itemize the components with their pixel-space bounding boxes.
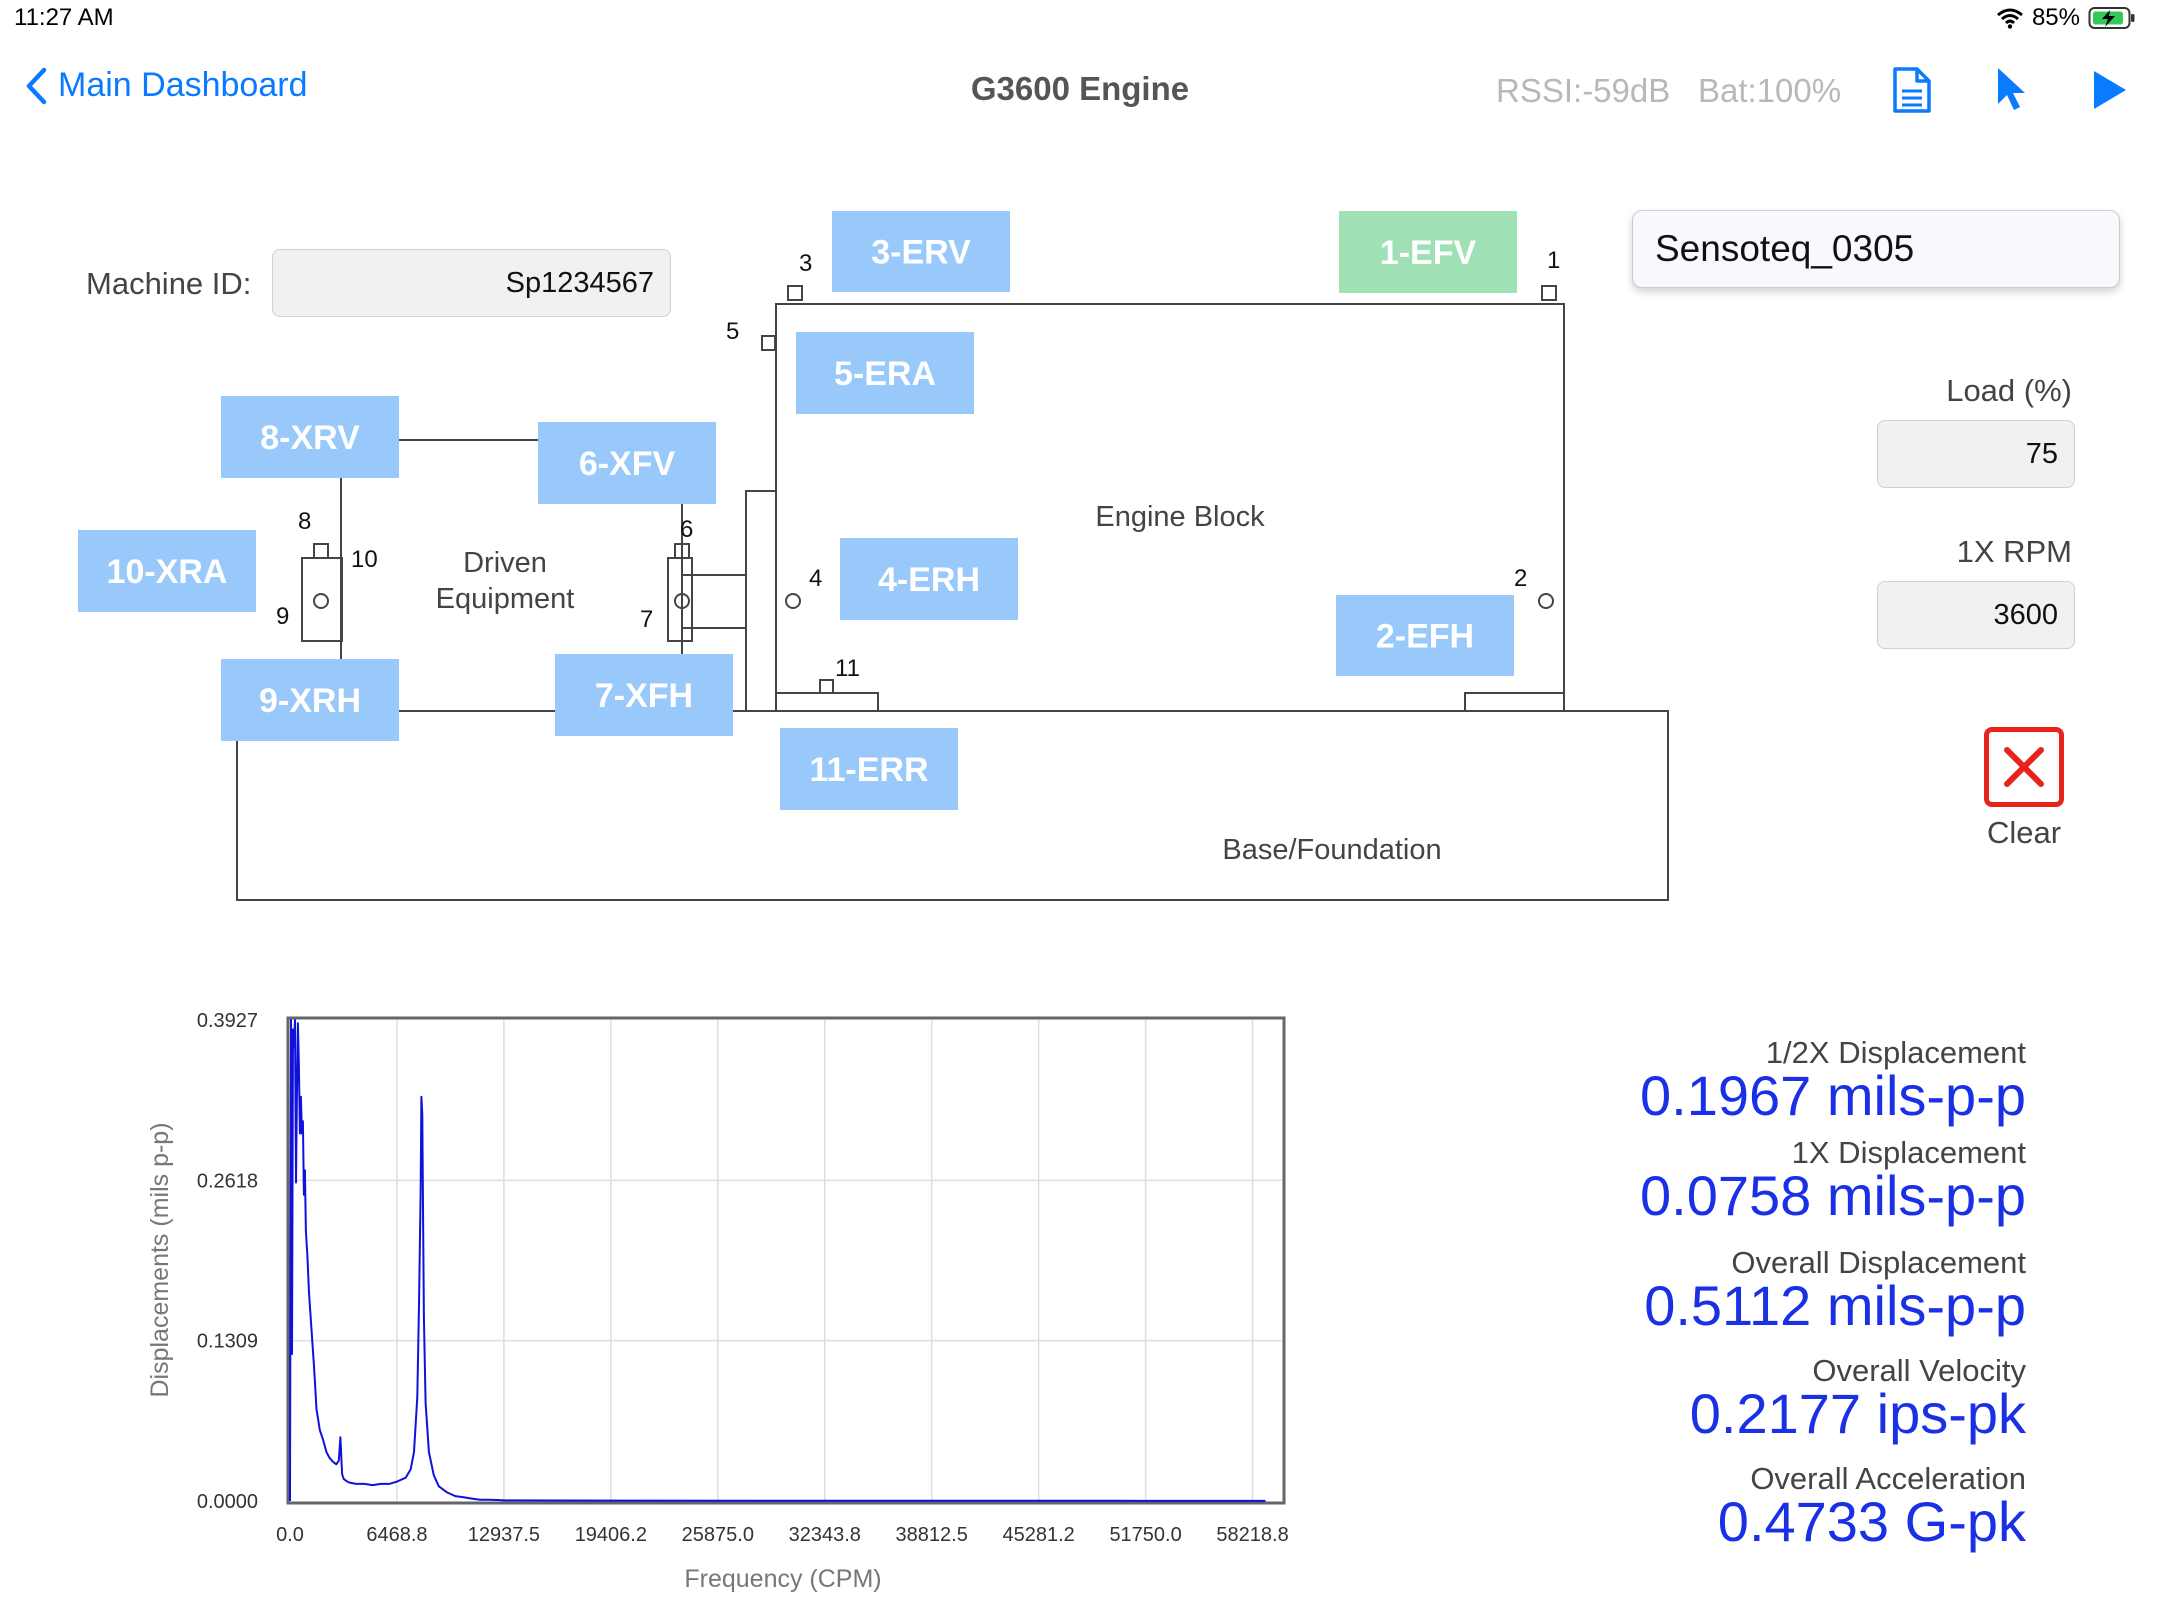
plot-frame xyxy=(286,1016,1286,1505)
chevron-left-icon xyxy=(26,67,47,104)
battery-percent: 85% xyxy=(2031,4,2080,31)
x-tick-label: 51750.0 xyxy=(1109,1524,1181,1546)
close-icon xyxy=(2004,747,2044,787)
metric-value-half-x-displacement: 0.1967 mils-p-p xyxy=(1640,1064,2026,1127)
spectrum-series-line xyxy=(289,1019,1266,1502)
sensor-button-7-xfh[interactable]: 7-XFH xyxy=(555,654,733,736)
metric-label-overall-velocity: Overall Velocity xyxy=(1812,1353,2026,1388)
metric-label-half-x-displacement: 1/2X Displacement xyxy=(1765,1035,2026,1070)
x-tick-label: 19406.2 xyxy=(575,1524,647,1546)
measurement-points: 1 2 3 4 5 6 7 8 9 10 11 xyxy=(276,247,1560,682)
metric-label-overall-acceleration: Overall Acceleration xyxy=(1750,1461,2026,1496)
point-label-11: 11 xyxy=(835,655,860,682)
rssi-readout: RSSI:-59dB xyxy=(1496,72,1671,109)
spectrum-chart: 0.0 6468.8 12937.5 19406.2 25875.0 32343.8 388… xyxy=(146,1010,1289,1593)
x-tick-label: 58218.8 xyxy=(1216,1524,1288,1546)
metric-label-1x-displacement: 1X Displacement xyxy=(1791,1135,2026,1170)
metric-value-overall-velocity: 0.2177 ips-pk xyxy=(1689,1382,2026,1445)
battery-charging-icon xyxy=(2088,7,2135,29)
sensor-label: 6-XFV xyxy=(579,445,676,483)
back-button[interactable]: Main Dashboard xyxy=(24,66,307,105)
x-tick-label: 6468.8 xyxy=(366,1524,427,1546)
x-tick-label: 38812.5 xyxy=(896,1524,968,1546)
clear-button[interactable] xyxy=(1984,727,2064,807)
metric-label-overall-displacement: Overall Displacement xyxy=(1731,1245,2026,1280)
x-axis-label: Frequency (CPM) xyxy=(684,1565,881,1593)
sensor-label: 1-EFV xyxy=(1380,234,1477,272)
point-label-2: 2 xyxy=(1514,565,1527,592)
point-label-10: 10 xyxy=(351,546,378,573)
status-time: 11:27 AM xyxy=(14,4,114,31)
battery-readout: Bat:100% xyxy=(1698,72,1842,109)
x-tick-label: 45281.2 xyxy=(1003,1524,1075,1546)
sensor-button-3-erv[interactable]: 3-ERV xyxy=(832,211,1010,292)
sensor-button-9-xrh[interactable]: 9-XRH xyxy=(221,659,399,741)
sensor-label: 3-ERV xyxy=(871,234,971,272)
cursor-icon xyxy=(1998,68,2025,110)
sensor-name-input[interactable]: Sensoteq_0305 xyxy=(1632,210,2120,288)
point-label-5: 5 xyxy=(726,318,739,345)
sensor-label: 11-ERR xyxy=(809,751,928,789)
play-icon xyxy=(2094,71,2126,109)
select-button[interactable] xyxy=(1982,62,2038,118)
sensor-button-8-xrv[interactable]: 8-XRV xyxy=(221,396,399,478)
point-label-1: 1 xyxy=(1547,247,1560,274)
sensor-label: 10-XRA xyxy=(107,553,228,591)
y-tick-label: 0.0000 xyxy=(197,1491,258,1513)
point-label-3: 3 xyxy=(799,250,812,277)
load-field[interactable]: 75 xyxy=(1877,420,2075,488)
sensor-label: 5-ERA xyxy=(834,355,936,393)
machine-id-field[interactable]: Sp1234567 xyxy=(272,249,671,317)
y-tick-label: 0.3927 xyxy=(197,1010,258,1032)
point-label-6: 6 xyxy=(680,516,693,543)
sensor-buttons: 1-EFV 2-EFH 3-ERV 4-ERH 5-ERA 6-XFV 7-XFH 8-XRV… xyxy=(78,211,1517,810)
point-label-4: 4 xyxy=(809,565,822,592)
y-axis-label: Displacements (mils p-p) xyxy=(146,1122,174,1397)
metric-value-overall-acceleration: 0.4733 G-pk xyxy=(1717,1490,2026,1553)
report-button[interactable] xyxy=(1884,62,1940,118)
clear-label: Clear xyxy=(1986,815,2062,850)
machine-id-label: Machine ID: xyxy=(86,266,252,301)
sensor-button-11-err[interactable]: 11-ERR xyxy=(780,728,958,810)
sensor-button-6-xfv[interactable]: 6-XFV xyxy=(538,422,716,504)
sensor-button-4-erh[interactable]: 4-ERH xyxy=(840,538,1018,620)
chart-grid xyxy=(290,1020,1282,1501)
x-tick-label: 25875.0 xyxy=(682,1524,754,1546)
metric-value-1x-displacement: 0.0758 mils-p-p xyxy=(1640,1164,2026,1227)
rpm-field[interactable]: 3600 xyxy=(1877,581,2075,649)
base-foundation-label: Base/Foundation xyxy=(1222,834,1441,866)
sensor-label: 4-ERH xyxy=(878,561,980,599)
rpm-label: 1X RPM xyxy=(1956,534,2072,569)
engine-block xyxy=(775,303,1565,712)
x-tick-label: 12937.5 xyxy=(468,1524,540,1546)
y-tick-label: 0.2618 xyxy=(197,1170,258,1192)
metric-value-overall-displacement: 0.5112 mils-p-p xyxy=(1644,1274,2026,1337)
start-button[interactable] xyxy=(2082,62,2138,118)
machine-diagram: 1 2 3 4 5 6 7 8 9 10 11 Engine Block Bas… xyxy=(78,211,1669,901)
wifi-icon xyxy=(1996,8,2023,29)
document-icon xyxy=(1893,67,1931,113)
engine-block-label: Engine Block xyxy=(1095,501,1265,533)
sensor-label: 2-EFH xyxy=(1376,618,1474,656)
x-tick-label: 32343.8 xyxy=(789,1524,861,1546)
sensor-button-2-efh[interactable]: 2-EFH xyxy=(1336,595,1514,676)
point-label-9: 9 xyxy=(276,603,289,630)
point-label-8: 8 xyxy=(298,508,311,535)
status-right: 85% xyxy=(1996,4,2136,32)
sensor-label: 7-XFH xyxy=(595,677,693,715)
back-label: Main Dashboard xyxy=(58,66,308,104)
sensor-button-1-efv[interactable]: 1-EFV xyxy=(1339,211,1517,293)
sensor-button-10-xra[interactable]: 10-XRA xyxy=(78,530,256,612)
load-label: Load (%) xyxy=(1946,373,2072,408)
y-tick-label: 0.1309 xyxy=(197,1331,258,1353)
sensor-label: 8-XRV xyxy=(260,419,360,457)
sensor-label: 9-XRH xyxy=(259,682,361,720)
point-label-7: 7 xyxy=(640,606,653,633)
x-tick-label: 0.0 xyxy=(276,1524,304,1546)
sensor-button-5-era[interactable]: 5-ERA xyxy=(796,332,974,414)
